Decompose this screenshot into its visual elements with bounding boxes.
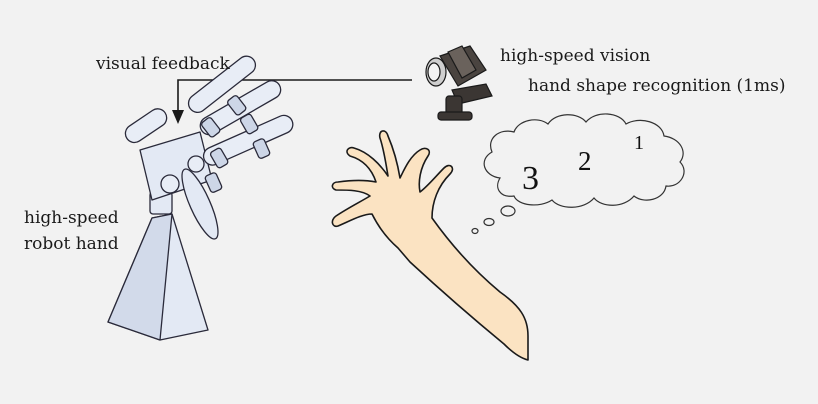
robot-label-line1: high-speed — [24, 208, 119, 228]
thought-bubble-icon — [471, 113, 685, 235]
thought-number-2: 2 — [578, 146, 592, 176]
vision-label-line2: hand shape recognition (1ms) — [528, 76, 786, 96]
thought-number-3: 3 — [522, 160, 539, 197]
thought-number-1: 1 — [634, 132, 644, 154]
robot-label-line2: robot hand — [24, 234, 119, 254]
feedback-arrow — [172, 79, 412, 124]
robot-hand-icon — [107, 55, 294, 341]
human-hand-icon — [331, 130, 529, 361]
visual-feedback-label: visual feedback — [96, 54, 230, 74]
high-speed-camera-icon — [425, 45, 493, 121]
vision-label-line1: high-speed vision — [500, 46, 651, 66]
